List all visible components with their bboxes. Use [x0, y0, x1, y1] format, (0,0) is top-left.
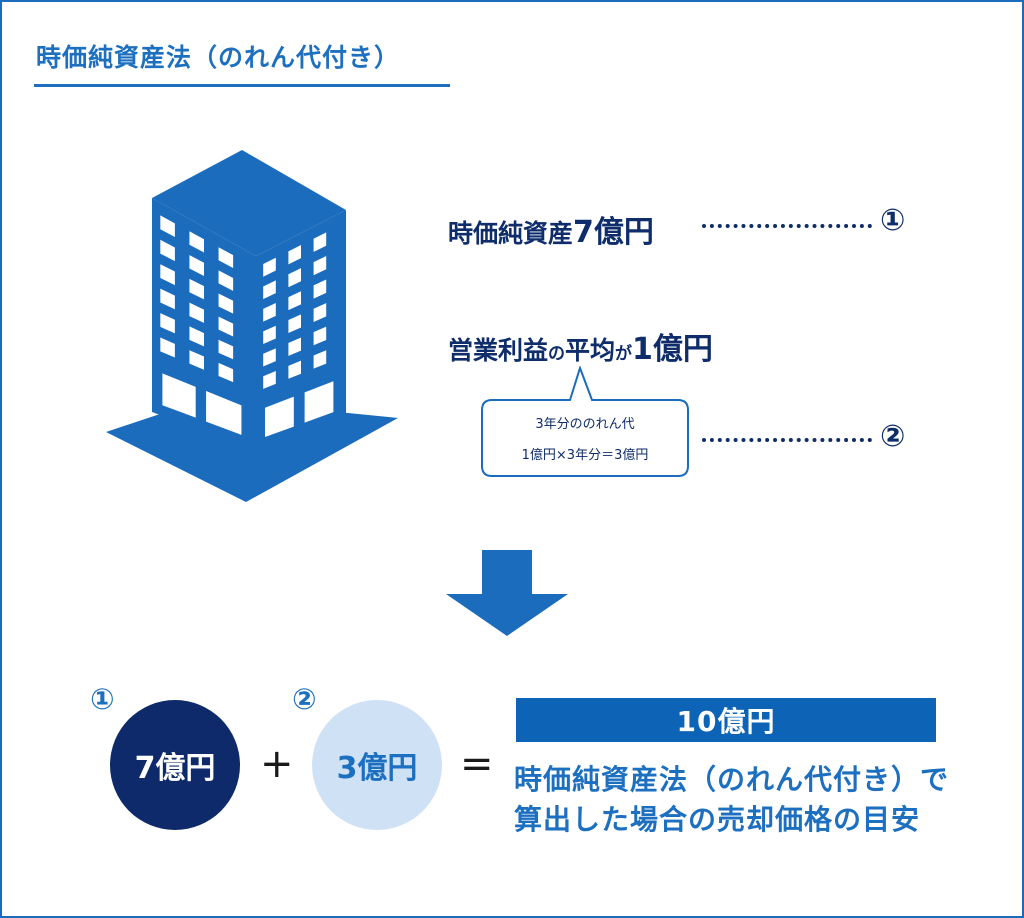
market-net-assets-amount: 7億円 [573, 215, 654, 250]
building-window [218, 316, 234, 337]
result-caption-1: 時価純資産法（のれん代付き）で [514, 763, 950, 796]
building-window [189, 231, 204, 253]
marker-1: ① [880, 203, 906, 238]
building-window [263, 348, 276, 367]
building-window [263, 303, 276, 322]
speech-bubble-icon [481, 366, 689, 477]
result-value: 10億円 [676, 705, 776, 738]
result-caption-2: 算出した場合の売却価格の目安 [514, 803, 921, 836]
building-window [189, 350, 204, 370]
term2-marker: ② [292, 682, 317, 716]
building-window [263, 371, 276, 389]
equals-sign: = [460, 741, 494, 787]
down-arrow-icon [446, 550, 568, 636]
term2-value: 3億円 [336, 751, 418, 786]
building-window [288, 291, 301, 311]
building-window [218, 339, 234, 360]
building-window [160, 313, 175, 334]
building-window [288, 268, 301, 288]
building-window [160, 264, 175, 286]
building-window [160, 239, 175, 262]
operating-profit-label: 営業利益 [448, 336, 549, 365]
building-window [218, 362, 234, 383]
building-window [263, 257, 276, 277]
result-bar: 10億円 [516, 698, 936, 742]
building-window [265, 396, 294, 438]
building-window [218, 270, 234, 291]
building-window [206, 391, 242, 435]
building-window [288, 360, 301, 379]
leader-dots-1 [702, 224, 872, 228]
term1-value: 7億円 [134, 751, 216, 786]
market-net-assets-label: 時価純資産 [448, 219, 574, 248]
building-window [189, 302, 204, 323]
bubble-line-1: 3年分ののれん代 [535, 417, 635, 432]
market-net-assets-line: 時価純資産7億円 [448, 207, 654, 251]
particle-ga: が [615, 344, 633, 364]
building-window [288, 337, 301, 356]
page-title: 時価純資産法（のれん代付き） [36, 43, 401, 72]
particle-no: の [548, 344, 566, 364]
leader-dots-2 [702, 438, 872, 442]
building-window [313, 303, 327, 322]
building-window [160, 215, 175, 237]
operating-profit-amount: 1億円 [632, 332, 713, 367]
building-window [313, 255, 327, 276]
term1-circle: 7億円 [110, 700, 240, 830]
office-building-icon [106, 150, 398, 502]
building-window [313, 326, 327, 346]
building-window [189, 255, 204, 276]
building-window [160, 337, 175, 358]
building-window [263, 325, 276, 345]
term2-circle: 3億円 [312, 700, 442, 830]
building-window [288, 245, 301, 265]
operating-profit-line: 営業利益の平均が1億円 [448, 324, 713, 368]
plus-sign: + [260, 741, 294, 787]
title-underline [34, 84, 450, 87]
bubble-line-2: 1億円×3年分＝3億円 [521, 448, 649, 463]
building-window [304, 381, 334, 423]
building-window [313, 232, 327, 252]
building-window [189, 326, 204, 347]
building-window [313, 279, 327, 299]
building-window [189, 278, 204, 300]
building-window [313, 350, 327, 369]
building-window [263, 280, 276, 300]
building-window [160, 288, 175, 310]
marker-2: ② [880, 419, 906, 454]
term1-marker: ① [90, 682, 115, 716]
building-window [162, 373, 196, 418]
building-window [218, 293, 234, 314]
building-window [218, 247, 234, 269]
building-window [288, 314, 301, 333]
average-label: 平均 [565, 336, 616, 365]
